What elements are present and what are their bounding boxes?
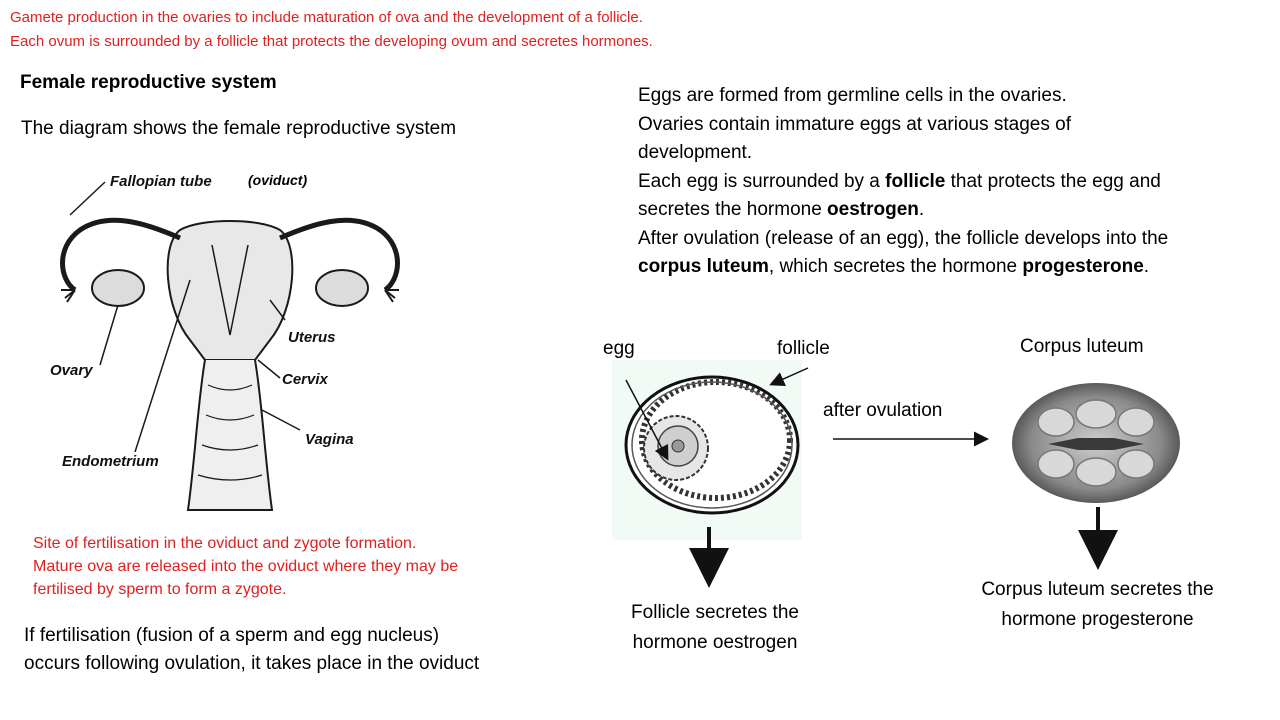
follicle-secretes-text: Follicle secretes the hormone oestrogen bbox=[610, 598, 820, 658]
follicle-secretes-line-1: Follicle secretes the bbox=[631, 602, 799, 623]
term-follicle: follicle bbox=[885, 170, 946, 192]
label-uterus: Uterus bbox=[288, 329, 336, 346]
label-ovary: Ovary bbox=[50, 362, 93, 379]
egg-desc-4-mid: , which secretes the hormone bbox=[768, 256, 1023, 277]
label-egg: egg bbox=[603, 338, 635, 359]
diagram-caption: The diagram shows the female reproductiv… bbox=[21, 118, 457, 139]
top-note-line-1: Gamete production in the ovaries to incl… bbox=[10, 9, 643, 26]
label-fallopian-tube: Fallopian tube bbox=[110, 173, 212, 190]
label-after-ovulation: after ovulation bbox=[823, 400, 943, 421]
label-cervix: Cervix bbox=[282, 371, 329, 388]
fertilisation-note-line-1: Site of fertilisation in the oviduct and… bbox=[33, 535, 417, 552]
follicle-illustration bbox=[612, 360, 802, 540]
egg-desc-line-1: Eggs are formed from germline cells in t… bbox=[638, 85, 1067, 106]
egg-description: Eggs are formed from germline cells in t… bbox=[638, 82, 1178, 282]
egg-desc-4-post: . bbox=[1143, 256, 1150, 277]
fertilisation-text-line-1: If fertilisation (fusion of a sperm and … bbox=[24, 625, 440, 646]
egg-desc-4-pre: After ovulation (release of an egg), the… bbox=[638, 227, 1169, 249]
top-note-line-2: Each ovum is surrounded by a follicle th… bbox=[10, 33, 653, 50]
egg-desc-line-4: After ovulation (release of an egg), the… bbox=[638, 225, 1178, 282]
section-title: Female reproductive system bbox=[20, 72, 277, 93]
term-progesterone: progesterone bbox=[1022, 256, 1144, 277]
corpus-luteum-secretes-text: Corpus luteum secretes the hormone proge… bbox=[955, 575, 1240, 635]
egg-desc-line-3: Each egg is surrounded by a follicle tha… bbox=[638, 168, 1178, 225]
egg-desc-line-2: Ovaries contain immature eggs at various… bbox=[638, 113, 1071, 164]
term-corpus-luteum: corpus luteum bbox=[638, 256, 769, 277]
fertilisation-text: If fertilisation (fusion of a sperm and … bbox=[24, 622, 479, 678]
reproductive-system-illustration: Fallopian tube Uterus Ovary Cervix Vagin… bbox=[50, 173, 400, 511]
egg-desc-3-mid: that protects the egg and secretes the h… bbox=[638, 170, 1161, 221]
egg-desc-3-post: . bbox=[918, 199, 925, 220]
label-endometrium: Endometrium bbox=[62, 453, 159, 470]
term-oestrogen: oestrogen bbox=[827, 199, 919, 220]
fertilisation-note: Site of fertilisation in the oviduct and… bbox=[33, 532, 458, 601]
fertilisation-note-line-3: fertilised by sperm to form a zygote. bbox=[33, 581, 287, 598]
top-note: Gamete production in the ovaries to incl… bbox=[10, 6, 653, 54]
egg-desc-3-pre: Each egg is surrounded by a bbox=[638, 170, 886, 192]
oviduct-label: (oviduct) bbox=[248, 172, 308, 188]
corpus-luteum-secretes-line-2: hormone progesterone bbox=[1001, 609, 1194, 630]
corpus-luteum-secretes-line-1: Corpus luteum secretes the bbox=[981, 579, 1214, 600]
label-vagina: Vagina bbox=[305, 431, 354, 448]
corpus-luteum-illustration bbox=[1012, 383, 1180, 503]
label-follicle: follicle bbox=[777, 338, 830, 359]
follicle-secretes-line-2: hormone oestrogen bbox=[632, 632, 798, 653]
label-corpus-luteum: Corpus luteum bbox=[1020, 336, 1144, 357]
fertilisation-text-line-2: occurs following ovulation, it takes pla… bbox=[24, 653, 480, 674]
fertilisation-note-line-2: Mature ova are released into the oviduct… bbox=[33, 558, 459, 575]
